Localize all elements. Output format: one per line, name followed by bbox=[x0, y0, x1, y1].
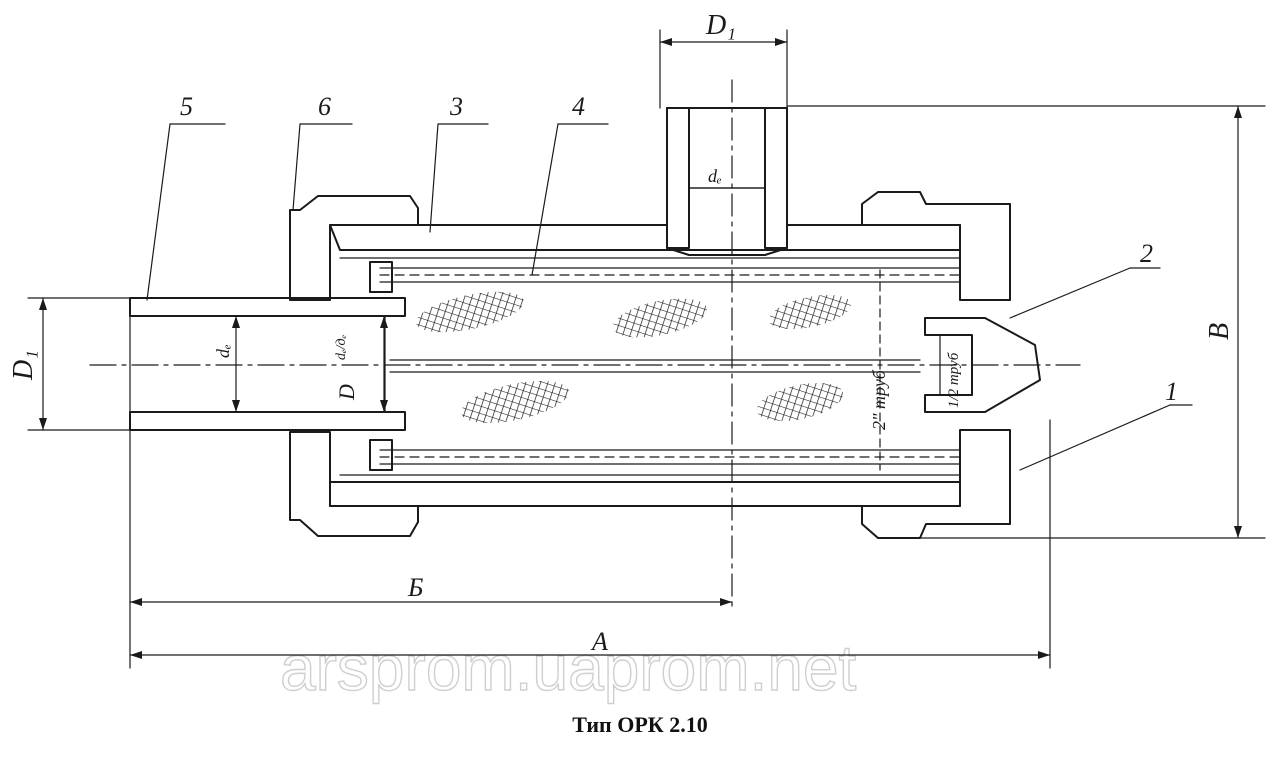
dim-top-dy: dₑ bbox=[708, 166, 722, 186]
callout-6: 6 bbox=[318, 92, 331, 121]
right-union-nut bbox=[861, 191, 1011, 539]
left-union-nut bbox=[289, 195, 419, 537]
dim-bore-dy: dₑ bbox=[213, 344, 233, 358]
pipe-half-label: 1/2 труб bbox=[946, 352, 962, 408]
callout-leaders bbox=[146, 123, 1193, 471]
dimension-lines bbox=[27, 29, 1266, 669]
thread-label: dₑ/дₑ bbox=[334, 334, 349, 360]
pipe-2-label: 2" труб bbox=[869, 369, 889, 430]
figure-caption: Тип ОРК 2.10 bbox=[572, 712, 708, 737]
top-outlet-pipe bbox=[666, 79, 788, 611]
dim-length-b: Б bbox=[407, 573, 423, 602]
callout-4: 4 bbox=[572, 92, 585, 121]
dim-left-d1: D₁ bbox=[8, 350, 39, 381]
callout-1: 1 bbox=[1165, 377, 1178, 406]
callout-3: 3 bbox=[449, 92, 463, 121]
watermark: arsprom.uaprom.net bbox=[280, 632, 856, 704]
dim-height-b: B bbox=[1204, 323, 1235, 340]
dim-body-d: D bbox=[334, 384, 359, 401]
drain-plug bbox=[924, 317, 1041, 413]
callout-5: 5 bbox=[180, 92, 193, 121]
inlet-nipple bbox=[89, 297, 1081, 431]
filter-screen bbox=[379, 267, 961, 471]
dim-length-a: A bbox=[590, 627, 608, 656]
dim-top-d1: D₁ bbox=[705, 10, 736, 41]
callout-2: 2 bbox=[1140, 239, 1153, 268]
